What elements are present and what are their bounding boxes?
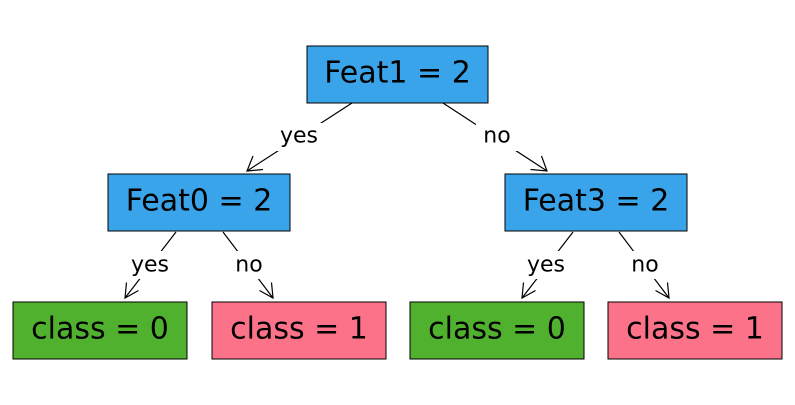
- leaf-box-class-1: [211, 301, 387, 360]
- nodes: Feat1 = 2 Feat0 = 2 Feat3 = 2 class = 0 …: [12, 45, 783, 360]
- leaf-label: class = 0: [31, 312, 169, 347]
- edge-right-leaf-rl: yes: [521, 231, 574, 300]
- arrowhead: [124, 282, 139, 300]
- leaf-label: class = 1: [626, 312, 764, 347]
- edge-label-background: [126, 251, 174, 279]
- edge-label-no: no: [235, 253, 262, 278]
- arrowhead: [530, 155, 548, 172]
- leaf-box-class-0: [12, 301, 188, 360]
- edges: yes no yes no yes: [124, 102, 670, 300]
- edge-root-right: no: [442, 102, 548, 172]
- edge-label-background: [228, 251, 270, 279]
- edge-label-yes: yes: [280, 124, 318, 149]
- leaf-label: class = 1: [230, 312, 368, 347]
- edge-label-yes: yes: [131, 253, 169, 278]
- node-left: Feat0 = 2: [107, 173, 291, 232]
- node-label: Feat3 = 2: [523, 184, 670, 219]
- edge-label-yes: yes: [527, 253, 565, 278]
- node-box-decision: [107, 173, 291, 232]
- edge-label-background: [624, 251, 666, 279]
- node-root: Feat1 = 2: [306, 45, 489, 104]
- arrowhead: [655, 282, 670, 300]
- edge-root-left: yes: [246, 102, 353, 172]
- edge-label-background: [274, 123, 324, 151]
- leaf-left-left: class = 0: [12, 301, 188, 360]
- node-label: Feat0 = 2: [126, 184, 273, 219]
- edge-right-leaf-rr: no: [618, 231, 670, 300]
- edge-left-leaf-ll: yes: [124, 231, 177, 300]
- node-label: Feat1 = 2: [324, 56, 471, 91]
- edge-label-background: [476, 123, 518, 151]
- edge-label-background: [522, 251, 570, 279]
- arrowhead: [521, 282, 536, 300]
- leaf-box-class-1: [607, 301, 783, 360]
- leaf-label: class = 0: [428, 312, 566, 347]
- node-right: Feat3 = 2: [504, 173, 688, 232]
- edge-left-leaf-lr: no: [222, 231, 274, 300]
- leaf-right-left: class = 0: [409, 301, 585, 360]
- leaf-right-right: class = 1: [607, 301, 783, 360]
- arrowhead: [246, 155, 264, 172]
- leaf-left-right: class = 1: [211, 301, 387, 360]
- leaf-box-class-0: [409, 301, 585, 360]
- edge-label-no: no: [483, 124, 510, 149]
- node-box-decision: [504, 173, 688, 232]
- edge-label-no: no: [631, 253, 658, 278]
- node-box-decision: [306, 45, 489, 104]
- arrowhead: [259, 282, 274, 300]
